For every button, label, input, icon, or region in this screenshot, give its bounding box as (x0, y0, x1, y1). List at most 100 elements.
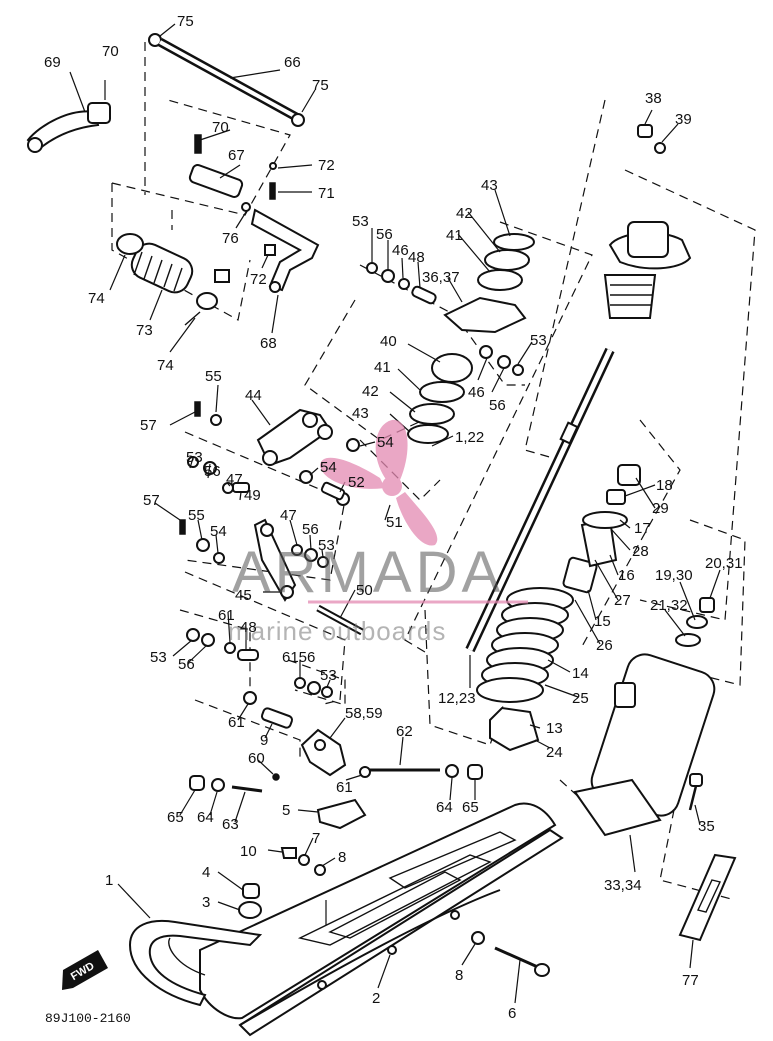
part-label-42: 42 (456, 205, 473, 222)
part-label-55: 55 (205, 368, 222, 385)
part-label-1: 1 (105, 872, 113, 889)
part-label-51: 51 (386, 514, 403, 531)
part-label-8: 8 (338, 849, 346, 866)
watermark-subtitle: marine outboards (228, 616, 446, 646)
part-label-21-32: 21,32 (650, 597, 688, 614)
part-label-57: 57 (143, 492, 160, 509)
part-label-73: 73 (136, 322, 153, 339)
part-label-53: 53 (186, 449, 203, 466)
part-label-43: 43 (352, 405, 369, 422)
part-label-64: 64 (197, 809, 214, 826)
part-label-10: 10 (240, 843, 257, 860)
part-label-19-30: 19,30 (655, 567, 693, 584)
suspension-linkage (179, 401, 483, 876)
part-label-18: 18 (656, 477, 673, 494)
part-label-69: 69 (44, 54, 61, 71)
part-label-49: 49 (244, 487, 261, 504)
part-label-72: 72 (318, 157, 335, 174)
part-label-48: 48 (240, 619, 257, 636)
part-label-43: 43 (481, 177, 498, 194)
part-label-70: 70 (212, 119, 229, 136)
part-label-36-37: 36,37 (422, 269, 460, 286)
part-label-40: 40 (380, 333, 397, 350)
ski-assembly (62, 802, 564, 1037)
part-label-74: 74 (157, 357, 174, 374)
part-label-66: 66 (284, 54, 301, 71)
part-label-68: 68 (260, 335, 277, 352)
part-label-20-31: 20,31 (705, 555, 743, 572)
part-label-3: 3 (202, 894, 210, 911)
part-label-28: 28 (632, 543, 649, 560)
part-label-16: 16 (618, 567, 635, 584)
part-label-72: 72 (250, 271, 267, 288)
watermark: ARMADA marine outboards (228, 419, 528, 646)
part-label-76: 76 (222, 230, 239, 247)
part-label-61: 61 (228, 714, 245, 731)
part-label-53: 53 (318, 537, 335, 554)
part-label-63: 63 (222, 816, 239, 833)
part-label-46: 46 (468, 384, 485, 401)
leader-lines (69, 23, 721, 1004)
logo-hub (382, 476, 402, 496)
part-label-48: 48 (408, 249, 425, 266)
part-label-58-59: 58,59 (345, 705, 383, 722)
watermark-logo (308, 419, 528, 604)
part-label-41: 41 (446, 227, 463, 244)
part-label-77: 77 (682, 972, 699, 989)
part-label-56: 56 (204, 463, 221, 480)
part-label-55: 55 (188, 507, 205, 524)
part-label-45: 45 (235, 587, 252, 604)
shock-absorber-right (573, 124, 737, 942)
part-label-52: 52 (348, 474, 365, 491)
reference-code: 89J100-2160 (45, 1011, 131, 1026)
part-label-35: 35 (698, 818, 715, 835)
part-label-56: 56 (376, 226, 393, 243)
logo-blade-right (396, 492, 438, 546)
part-label-25: 25 (572, 690, 589, 707)
part-label-62: 62 (396, 723, 413, 740)
part-label-29: 29 (652, 500, 669, 517)
part-label-65: 65 (167, 809, 184, 826)
part-label-67: 67 (228, 147, 245, 164)
part-label-75: 75 (177, 13, 194, 30)
part-label-53: 53 (530, 332, 547, 349)
part-label-71: 71 (318, 185, 335, 202)
part-label-60: 60 (248, 750, 265, 767)
part-label-38: 38 (645, 90, 662, 107)
part-label-61: 61 (218, 607, 235, 624)
part-label-70: 70 (102, 43, 119, 60)
part-label-12-23: 12,23 (438, 690, 476, 707)
part-labels: 75 70 69 66 75 70 67 72 71 76 72 74 73 7… (44, 13, 743, 1022)
part-label-7: 7 (312, 830, 320, 847)
part-label-24: 24 (546, 744, 563, 761)
part-label-56: 56 (489, 397, 506, 414)
part-label-47: 47 (280, 507, 297, 524)
part-label-9: 9 (260, 732, 268, 749)
part-label-54: 54 (320, 459, 337, 476)
part-label-46: 46 (392, 242, 409, 259)
part-label-65: 65 (462, 799, 479, 816)
steering-linkage (26, 33, 320, 326)
part-label-1-22: 1,22 (455, 429, 484, 446)
part-label-27: 27 (614, 592, 631, 609)
part-label-74: 74 (88, 290, 105, 307)
fwd-arrow-shape (62, 950, 108, 990)
part-label-44: 44 (245, 387, 262, 404)
part-label-54: 54 (210, 523, 227, 540)
part-label-64: 64 (436, 799, 453, 816)
part-label-8: 8 (455, 967, 463, 984)
part-label-41: 41 (374, 359, 391, 376)
part-label-13: 13 (546, 720, 563, 737)
part-label-50: 50 (356, 582, 373, 599)
part-label-42: 42 (362, 383, 379, 400)
part-label-15: 15 (594, 613, 611, 630)
part-label-54: 54 (377, 434, 394, 451)
part-label-26: 26 (596, 637, 613, 654)
part-label-53: 53 (150, 649, 167, 666)
part-label-53: 53 (320, 667, 337, 684)
part-label-53: 53 (352, 213, 369, 230)
part-label-61: 61 (336, 779, 353, 796)
shock-absorber-center (366, 233, 641, 752)
part-label-5: 5 (282, 802, 290, 819)
